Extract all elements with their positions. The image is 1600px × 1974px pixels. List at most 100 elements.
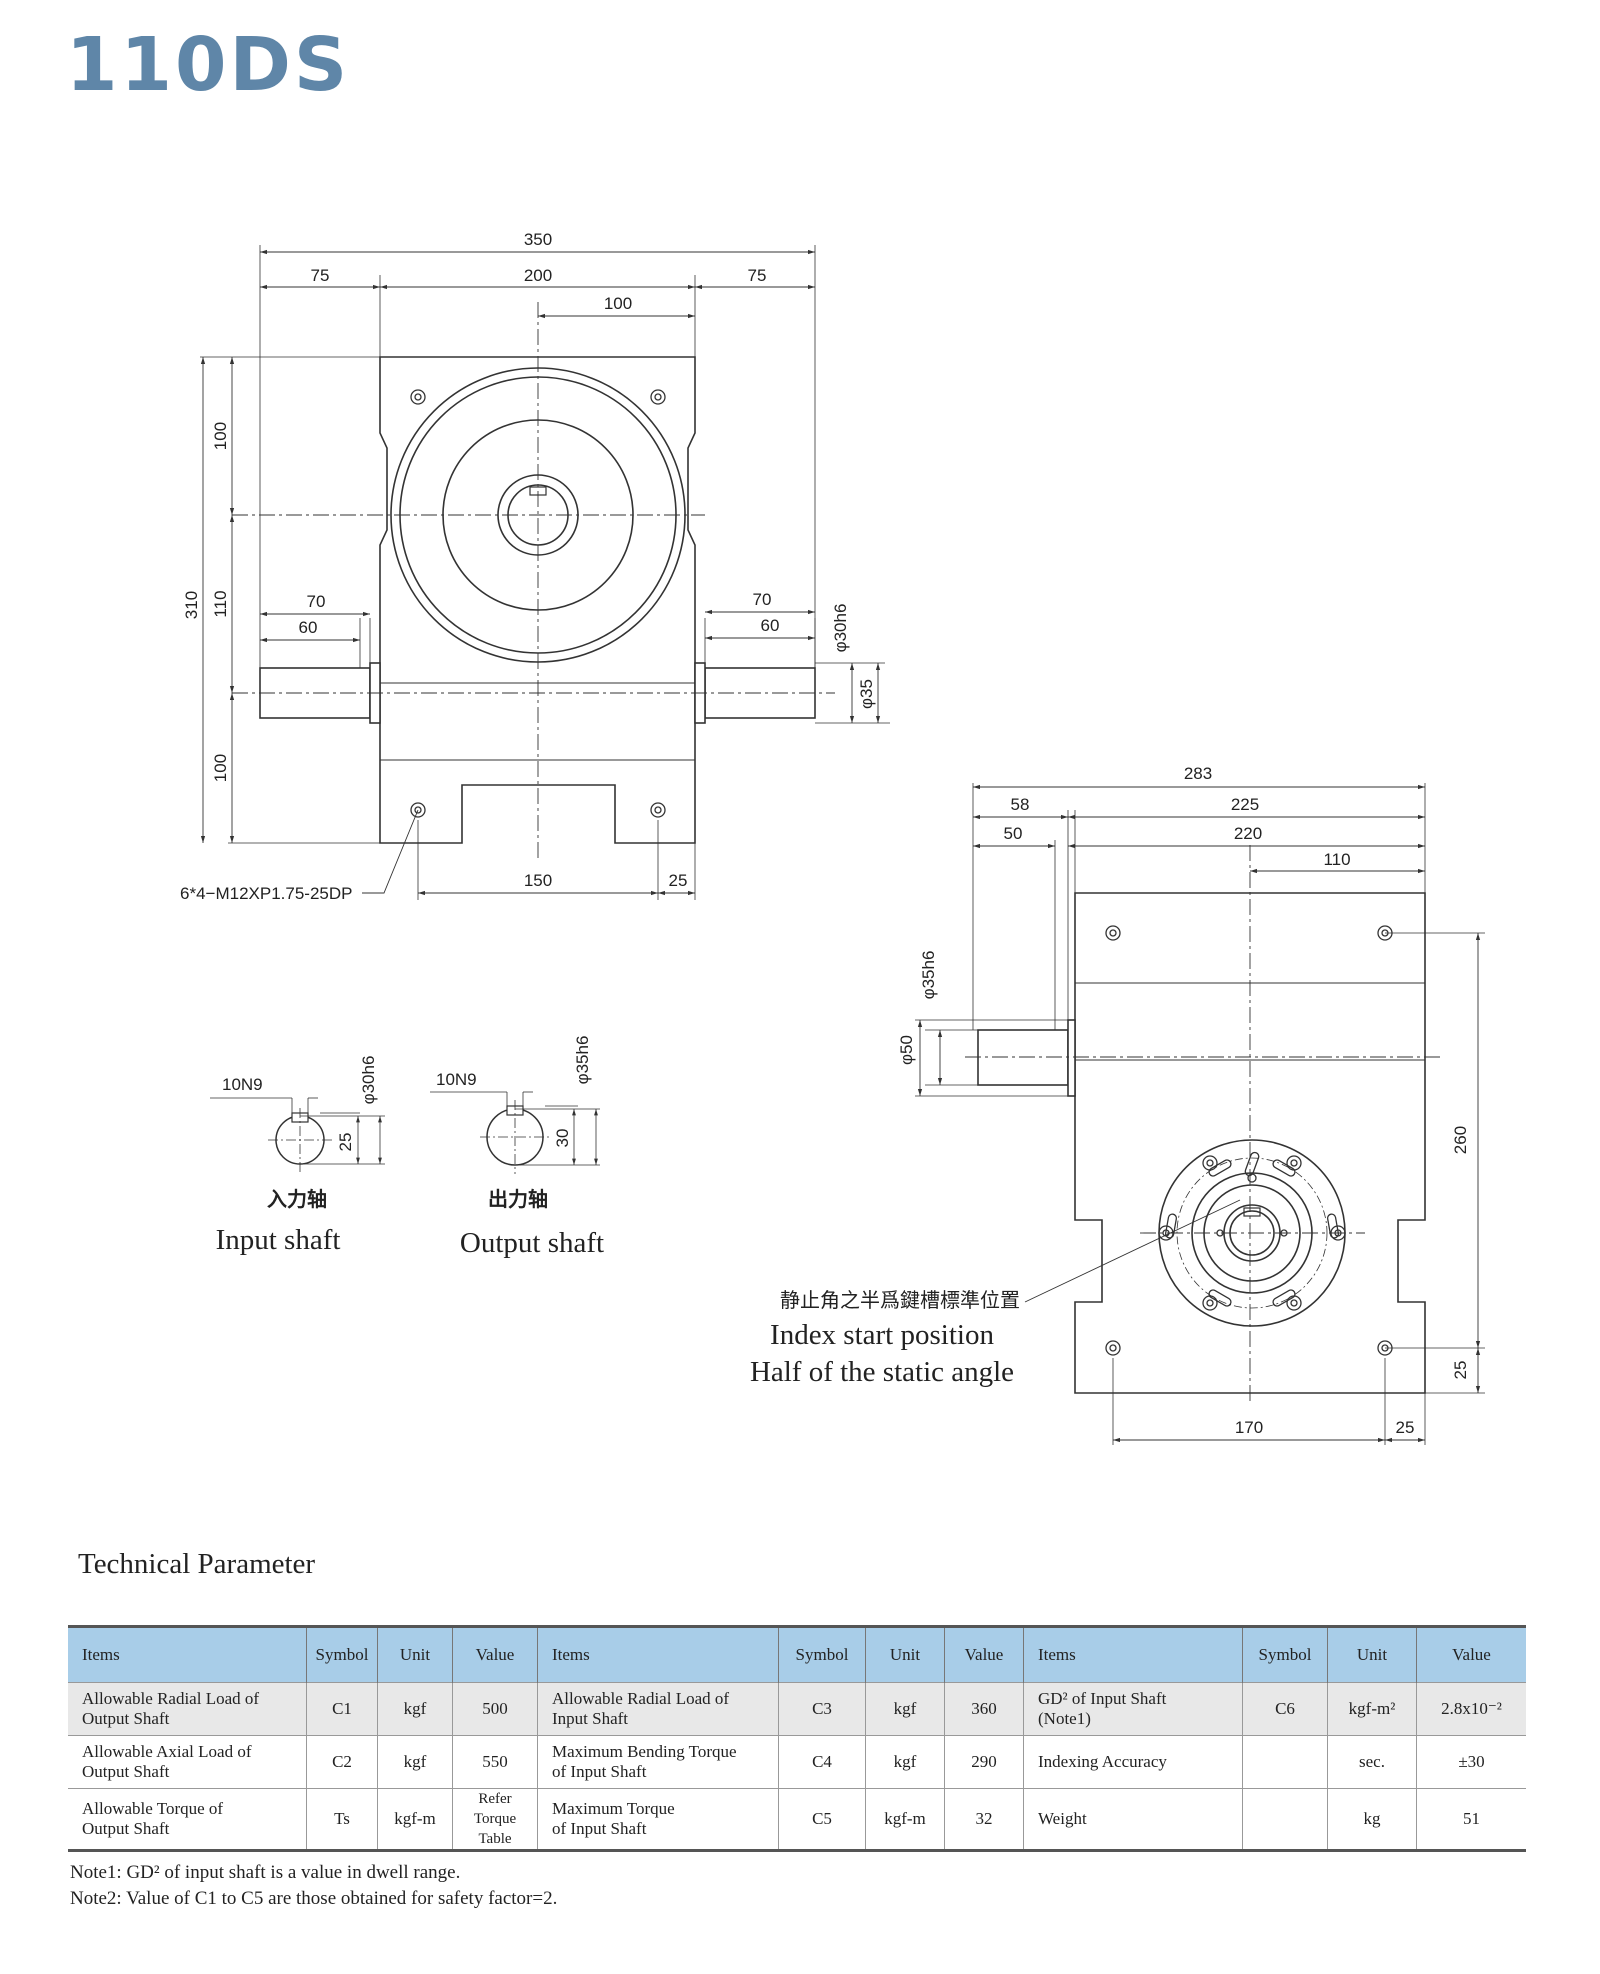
dim-60-left: 60 (299, 618, 318, 637)
input-key-depth: 25 (336, 1133, 355, 1152)
dim-100-bottom: 100 (211, 754, 230, 782)
dim-310: 310 (182, 591, 201, 619)
header-items-3: Items (1023, 1625, 1243, 1683)
table-cell: 550 (452, 1735, 538, 1789)
table-cell: 500 (452, 1682, 538, 1736)
table-cell (1242, 1735, 1328, 1789)
index-note-line2: Half of the static angle (750, 1356, 1014, 1388)
front-view (200, 245, 890, 900)
table-cell: C3 (778, 1682, 866, 1736)
table-cell: C4 (778, 1735, 866, 1789)
table-cell: C6 (1242, 1682, 1328, 1736)
table-cell: kgf (865, 1735, 945, 1789)
dim-phi50: φ50 (897, 1035, 916, 1065)
table-cell: kgf (865, 1682, 945, 1736)
technical-drawing: 350 75 200 75 100 310 100 110 100 70 60 … (180, 230, 1485, 1445)
table-cell: kgf (377, 1735, 453, 1789)
table-cell: Weight (1023, 1788, 1243, 1852)
note-2: Note2: Value of C1 to C5 are those obtai… (70, 1888, 558, 1909)
hole-spec-note: 6*4−M12XP1.75-25DP (180, 884, 352, 903)
dim-150: 150 (524, 871, 552, 890)
dim-100-top: 100 (211, 422, 230, 450)
dim-283: 283 (1184, 764, 1212, 783)
input-shaft-dia: φ30h6 (359, 1056, 378, 1105)
output-shaft-section (430, 1091, 600, 1174)
footnotes: Note1: GD² of input shaft is a value in … (70, 1860, 557, 1912)
header-value-2: Value (944, 1625, 1024, 1683)
header-symbol-3: Symbol (1242, 1625, 1328, 1683)
header-value-1: Value (452, 1625, 538, 1683)
input-key-width: 10N9 (222, 1075, 263, 1094)
table-cell: kgf-m (865, 1788, 945, 1852)
dim-225: 225 (1231, 795, 1259, 814)
table-cell: C1 (306, 1682, 378, 1736)
dim-50: 50 (1004, 824, 1023, 843)
dim-58: 58 (1011, 795, 1030, 814)
input-shaft-label-zh: 入力轴 (267, 1187, 327, 1211)
product-title: 110DS (66, 22, 351, 108)
table-cell: GD² of Input Shaft(Note1) (1023, 1682, 1243, 1736)
table-cell: 2.8x10⁻² (1416, 1682, 1526, 1736)
dim-phi30h6: φ30h6 (831, 604, 850, 653)
output-shaft-label-zh: 出力轴 (488, 1187, 548, 1211)
table-cell: sec. (1327, 1735, 1417, 1789)
table-cell: 360 (944, 1682, 1024, 1736)
dim-260: 260 (1451, 1126, 1470, 1154)
table-header-row: Items Symbol Unit Value Items Symbol Uni… (68, 1625, 1526, 1683)
dim-25-side: 25 (1396, 1418, 1415, 1437)
dim-25: 25 (669, 871, 688, 890)
note-1: Note1: GD² of input shaft is a value in … (70, 1862, 461, 1883)
table-cell: Indexing Accuracy (1023, 1735, 1243, 1789)
dim-phi35: φ35 (857, 679, 876, 709)
dim-170: 170 (1235, 1418, 1263, 1437)
header-unit-2: Unit (865, 1625, 945, 1683)
header-symbol-2: Symbol (778, 1625, 866, 1683)
dim-100: 100 (604, 294, 632, 313)
dim-70-left: 70 (307, 592, 326, 611)
table-cell: kg (1327, 1788, 1417, 1852)
header-symbol-1: Symbol (306, 1625, 378, 1683)
side-view (915, 783, 1485, 1445)
dim-220: 220 (1234, 824, 1262, 843)
header-unit-1: Unit (377, 1625, 453, 1683)
input-shaft-section (210, 1097, 385, 1172)
dim-200: 200 (524, 266, 552, 285)
header-items-2: Items (537, 1625, 779, 1683)
table-cell: kgf-m² (1327, 1682, 1417, 1736)
dim-75-right: 75 (748, 266, 767, 285)
table-cell: C2 (306, 1735, 378, 1789)
output-key-depth: 30 (553, 1129, 572, 1148)
dim-110-side: 110 (1323, 850, 1350, 869)
table-cell: kgf-m (377, 1788, 453, 1852)
dim-75-left: 75 (311, 266, 330, 285)
table-cell: 32 (944, 1788, 1024, 1852)
table-cell: 51 (1416, 1788, 1526, 1852)
table-cell: C5 (778, 1788, 866, 1852)
dim-phi35h6: φ35h6 (919, 951, 938, 1000)
input-shaft-label: Input shaft (216, 1224, 341, 1256)
header-items-1: Items (68, 1625, 307, 1683)
technical-parameter-title: Technical Parameter (78, 1548, 316, 1580)
dim-350: 350 (524, 230, 552, 249)
dim-60-right: 60 (761, 616, 780, 635)
table-cell (1242, 1788, 1328, 1852)
output-key-width: 10N9 (436, 1070, 477, 1089)
index-note-zh: 静止角之半爲鍵槽標準位置 (780, 1289, 1020, 1312)
header-unit-3: Unit (1327, 1625, 1417, 1683)
index-note-line1: Index start position (770, 1319, 994, 1351)
dim-110: 110 (211, 590, 230, 617)
output-shaft-label: Output shaft (460, 1227, 604, 1259)
dim-70-right: 70 (753, 590, 772, 609)
table-cell: ±30 (1416, 1735, 1526, 1789)
header-value-3: Value (1416, 1625, 1526, 1683)
